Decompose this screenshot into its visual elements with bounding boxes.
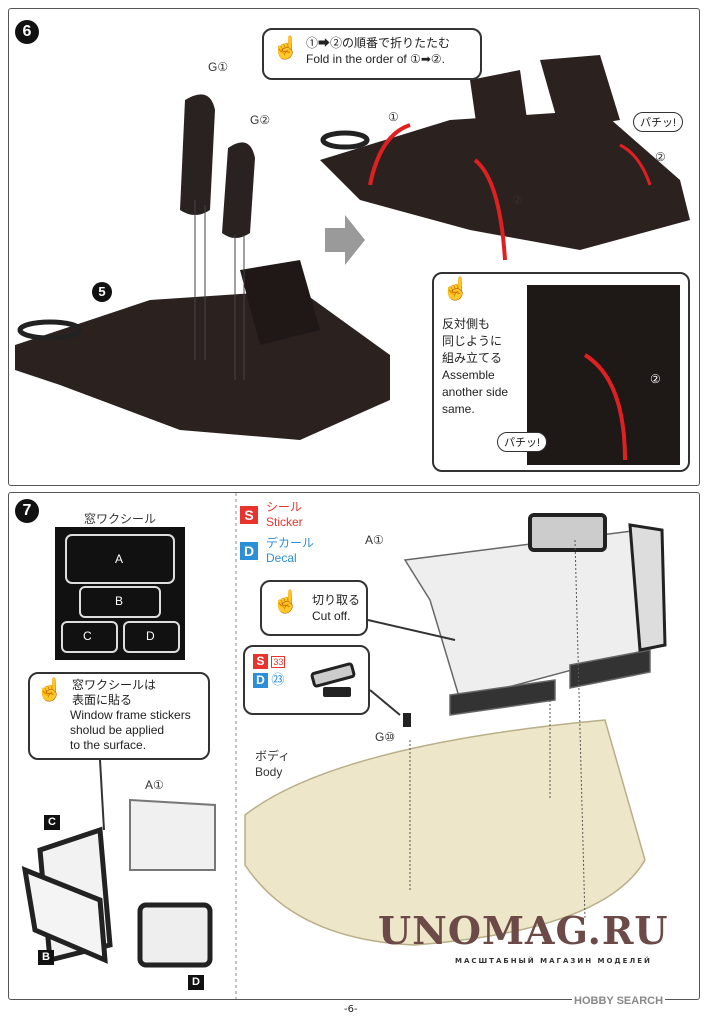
- body-jp: ボディ: [255, 749, 291, 763]
- pointing-hand-icon: ☝: [272, 35, 300, 60]
- pointing-hand-icon: ☝: [442, 276, 470, 301]
- inset-fold-label: ②: [650, 372, 661, 386]
- tip7-en-3: to the surface.: [70, 738, 147, 752]
- decal-badge: D: [240, 542, 258, 560]
- cut-jp: 切り取る: [312, 593, 361, 607]
- sheet-item-a: A: [115, 552, 124, 566]
- pointing-hand-icon: ☝: [36, 677, 64, 702]
- inset-jp-3: 組み立てる: [442, 351, 503, 365]
- inset-callout: ☝ 反対側も 同じように 組み立てる Assemble another side…: [432, 272, 690, 472]
- inset-jp-2: 同じように: [442, 334, 503, 348]
- inset-jp-1: 反対側も: [442, 317, 491, 331]
- fold-arrow-1: [368, 123, 411, 186]
- sticker-number: 33: [271, 656, 286, 668]
- page-number: -6-: [344, 1004, 358, 1015]
- fold-order-tip: ☝ ①➡②の順番で折りたたむ Fold in the order of ①➡②.: [262, 28, 482, 80]
- seat-g2: [222, 142, 255, 238]
- mirror-base: [323, 687, 351, 697]
- sheet-item-c: C: [83, 629, 92, 643]
- tip7-en-2: sholud be applied: [70, 723, 165, 737]
- window-sticker-tip: ☝ 窓ワクシールは 表面に貼る Window frame stickers sh…: [28, 672, 210, 760]
- legend-sticker-jp: シール: [266, 500, 303, 514]
- decal-number: ㉓: [271, 672, 285, 687]
- body-en: Body: [255, 765, 283, 779]
- legend-decal-en: Decal: [266, 551, 297, 565]
- tip7-en-1: Window frame stickers: [70, 708, 191, 722]
- label-d: D: [188, 975, 204, 990]
- part-g10: [403, 713, 411, 727]
- step-6-panel: [8, 8, 700, 486]
- sheet-item-b: B: [115, 594, 124, 608]
- decal-badge: D: [253, 673, 268, 689]
- window-part-a: [403, 513, 667, 716]
- inset-snap-label: パチッ!: [497, 432, 548, 452]
- inset-en-1: Assemble: [442, 368, 495, 382]
- legend-sticker-en: Sticker: [266, 515, 303, 529]
- sub-step-5: 5: [92, 282, 112, 302]
- fold-label-1: ①: [388, 110, 399, 124]
- step-7-panel: [8, 492, 700, 1000]
- part-label-g2: G②: [250, 113, 271, 127]
- fold-arrow-2: [473, 158, 507, 261]
- interior-tub-right: [320, 55, 690, 250]
- part-label-g10: G⑩: [375, 730, 396, 744]
- label-b: B: [38, 950, 54, 965]
- mirror-callout: S 33 D ㉓: [243, 645, 370, 715]
- step-number-7: 7: [15, 499, 39, 523]
- window-frames-left: [21, 798, 216, 968]
- next-arrow-icon: [325, 215, 365, 265]
- cut-en: Cut off.: [312, 609, 351, 623]
- fold-label-2: ②: [512, 193, 523, 207]
- watermark-title: UNOMAG.RU: [378, 908, 669, 953]
- inset-en-2: another side: [442, 385, 509, 399]
- tip7-jp-2: 表面に貼る: [72, 693, 133, 707]
- step-number-6: 6: [15, 20, 39, 44]
- sticker-badge: S: [240, 506, 258, 524]
- tip-en: Fold in the order of ①➡②.: [306, 52, 445, 66]
- pointing-hand-icon: ☝: [272, 589, 300, 614]
- sticker-badge: S: [253, 654, 268, 670]
- watermark-subtitle: МАСШТАБНЫЙ МАГАЗИН МОДЕЛЕЙ: [455, 957, 652, 965]
- body-label: ボディ Body: [255, 748, 290, 780]
- snap-label: パチッ!: [633, 112, 684, 132]
- cut-off-tip: ☝ 切り取る Cut off.: [260, 580, 368, 636]
- label-c: C: [44, 815, 60, 830]
- tip-jp: ①➡②の順番で折りたたむ: [306, 36, 451, 50]
- sticker-sheet: [55, 527, 185, 660]
- hobby-search-logo: HOBBY SEARCH: [572, 995, 666, 1007]
- interior-tub-left: [15, 260, 390, 440]
- part-label-a1: A①: [365, 533, 384, 547]
- seat-g1: [180, 94, 215, 215]
- legend-decal-jp: デカール: [266, 536, 315, 550]
- tip7-jp-1: 窓ワクシールは: [72, 678, 157, 692]
- sheet-item-d: D: [146, 629, 155, 643]
- part-label-g1: G①: [208, 60, 229, 74]
- part-label-a1-left: A①: [145, 778, 164, 792]
- inset-en-3: same.: [442, 402, 475, 416]
- fold-label-2-right: ②: [655, 150, 666, 164]
- sticker-sheet-title: 窓ワクシール: [84, 512, 157, 526]
